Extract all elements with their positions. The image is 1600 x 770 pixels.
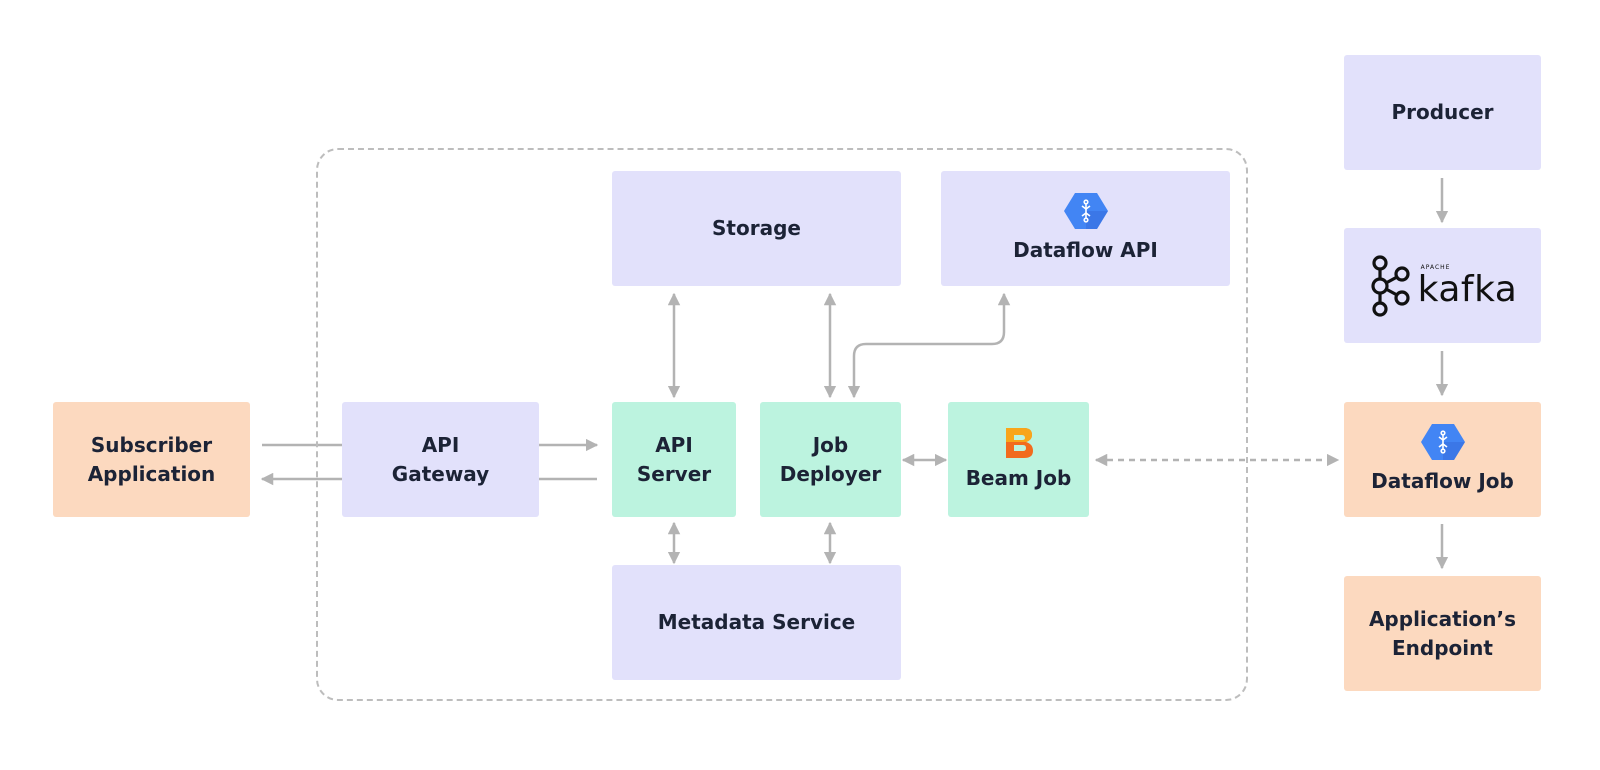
dataflow-icon bbox=[1063, 193, 1108, 229]
api-server-label: API Server bbox=[636, 432, 712, 486]
kafka-logo: APACHE kafka bbox=[1368, 254, 1518, 318]
kafka-wordmark: kafka bbox=[1417, 268, 1518, 310]
beam-job-label: Beam Job bbox=[965, 466, 1072, 490]
dataflow-job-label: Dataflow Job bbox=[1371, 469, 1514, 493]
system-boundary bbox=[316, 148, 1248, 701]
application-endpoint-label: Application’s Endpoint bbox=[1368, 606, 1517, 660]
dataflow-icon bbox=[1420, 424, 1465, 460]
subscriber-application-node[interactable]: Subscriber Application bbox=[53, 402, 250, 517]
storage-label: Storage bbox=[712, 216, 801, 240]
metadata-service-node[interactable]: Metadata Service bbox=[612, 565, 901, 680]
arrow-job-deployer-dataflow-api bbox=[847, 292, 1011, 399]
subscriber-application-label: Subscriber Application bbox=[87, 432, 216, 486]
dataflow-api-node[interactable]: Dataflow API bbox=[941, 171, 1230, 286]
producer-node[interactable]: Producer bbox=[1344, 55, 1541, 170]
api-server-node[interactable]: API Server bbox=[612, 402, 736, 517]
dataflow-job-node[interactable]: Dataflow Job bbox=[1344, 402, 1541, 517]
storage-node[interactable]: Storage bbox=[612, 171, 901, 286]
metadata-service-label: Metadata Service bbox=[657, 610, 856, 634]
beam-icon bbox=[1005, 428, 1033, 458]
api-gateway-label: API Gateway bbox=[391, 432, 490, 486]
kafka-apache-text: APACHE bbox=[1420, 263, 1451, 271]
dataflow-api-label: Dataflow API bbox=[1013, 238, 1158, 262]
job-deployer-node[interactable]: Job Deployer bbox=[760, 402, 901, 517]
api-gateway-node[interactable]: API Gateway bbox=[342, 402, 539, 517]
producer-label: Producer bbox=[1391, 100, 1494, 124]
kafka-node[interactable]: APACHE kafka bbox=[1344, 228, 1541, 343]
beam-job-node[interactable]: Beam Job bbox=[948, 402, 1089, 517]
job-deployer-label: Job Deployer bbox=[779, 432, 882, 486]
application-endpoint-node[interactable]: Application’s Endpoint bbox=[1344, 576, 1541, 691]
kafka-icon bbox=[1371, 254, 1410, 317]
